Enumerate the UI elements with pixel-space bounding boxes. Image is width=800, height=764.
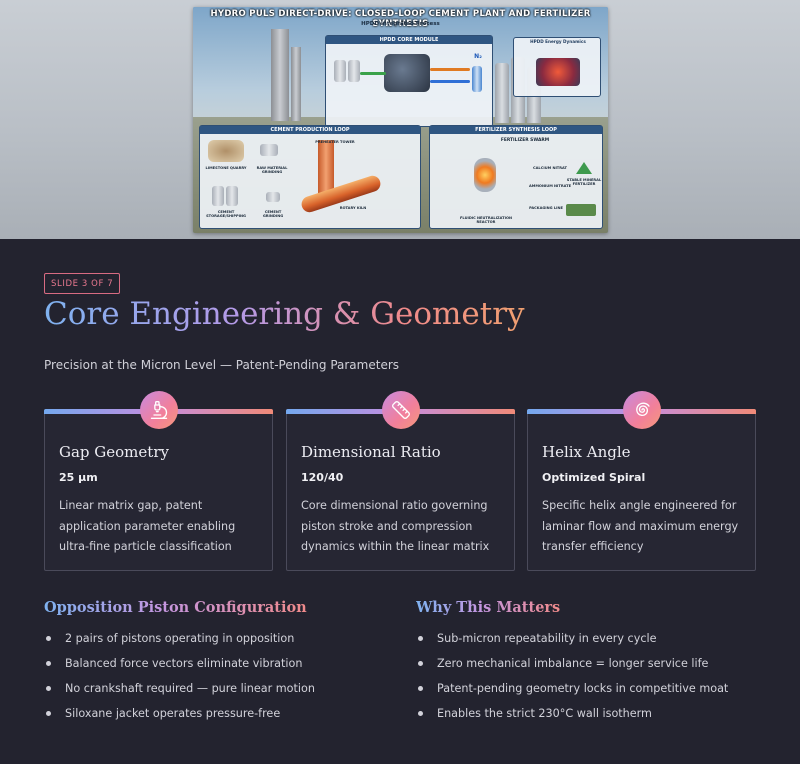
core-module-heading: HPDD CORE MODULE [326, 36, 492, 44]
silo [495, 63, 509, 123]
card-description: Core dimensional ratio governing piston … [301, 499, 490, 553]
label-reactor: FLUIDIC NEUTRALIZATION REACTOR [459, 216, 513, 225]
list-item: 2 pairs of pistons operating in oppositi… [44, 630, 315, 655]
label-stable: STABLE MINERAL FERTILIZER [566, 178, 602, 187]
green-pipe [360, 72, 386, 75]
card-value: 120/40 [301, 471, 344, 484]
card-title: Gap Geometry [59, 443, 169, 461]
card-title: Dimensional Ratio [301, 443, 441, 461]
core-module-panel: HPDD CORE MODULE N₂ [325, 35, 493, 127]
cement-loop-panel: CEMENT PRODUCTION LOOP LIMESTONE QUARRY … [199, 125, 421, 229]
energy-dynamics-heading: HPDD Energy Dynamics [530, 39, 586, 44]
slide-badge: SLIDE 3 OF 7 [44, 273, 121, 294]
nitrogen-label: N₂ [474, 53, 482, 60]
neutralization-reactor [474, 158, 496, 192]
label-packaging: PACKAGING LINE [529, 206, 563, 210]
card-value: 25 µm [59, 471, 98, 484]
card-value: Optimized Spiral [542, 471, 646, 484]
label-calcium: CALCIUM NITRAT [533, 166, 567, 170]
ruler-icon [381, 391, 420, 429]
cement-tower [271, 29, 289, 121]
label-cement-grinding: CEMENT GRINDING [262, 210, 284, 219]
microscope-icon [139, 391, 178, 429]
limestone-quarry [208, 140, 244, 162]
blue-pipe [430, 80, 470, 83]
fertilizer-triangle [576, 162, 592, 174]
why-this-matters-heading: Why This Matters [416, 599, 561, 616]
opposition-piston-heading: Opposition Piston Configuration [44, 599, 307, 616]
card-description: Specific helix angle engineered for lami… [542, 499, 739, 553]
card-description: Linear matrix gap, patent application pa… [59, 499, 236, 553]
cement-grinder [266, 192, 280, 202]
list-item: Zero mechanical imbalance = longer servi… [416, 655, 728, 680]
delivery-truck [566, 204, 596, 216]
energy-dynamics-panel: HPDD Energy Dynamics [513, 37, 601, 97]
infographic-subtitle: HPDD Integrated Process [361, 21, 440, 27]
storage-tank [334, 60, 346, 82]
list-item: Balanced force vectors eliminate vibrati… [44, 655, 315, 680]
fertilizer-loop-panel: FERTILIZER SYNTHESIS LOOP FERTILIZER SWA… [429, 125, 603, 229]
label-quarry: LIMESTONE QUARRY [205, 166, 247, 170]
card-helix-angle: Helix Angle Optimized Spiral Specific he… [527, 391, 756, 571]
why-this-matters-list: Sub-micron repeatability in every cycle … [416, 630, 728, 730]
cement-loop-heading: CEMENT PRODUCTION LOOP [200, 126, 420, 134]
spiral-icon [622, 391, 661, 429]
fertilizer-loop-heading: FERTILIZER SYNTHESIS LOOP [430, 126, 602, 134]
card-title: Helix Angle [542, 443, 631, 461]
hpdd-engine [384, 54, 430, 92]
cement-silo [226, 186, 238, 206]
preheater-tower [318, 140, 334, 196]
list-item: Siloxane jacket operates pressure-free [44, 705, 315, 730]
storage-tank [348, 60, 360, 82]
label-storage: CEMENT STORAGE/SHIPPING [206, 210, 246, 219]
label-preheater: PREHEATER TOWER [315, 140, 355, 144]
hero-image-area: HYDRO PULS DIRECT-DRIVE: CLOSED-LOOP CEM… [0, 0, 800, 239]
nitrogen-vessel [472, 66, 482, 92]
label-grinding: RAW MATERIAL GRINDING [256, 166, 288, 175]
infographic-title: HYDRO PULS DIRECT-DRIVE: CLOSED-LOOP CEM… [210, 9, 591, 29]
slide-subtitle: Precision at the Micron Level — Patent-P… [44, 358, 400, 372]
label-ammonium: AMMONIUM NITRATE [528, 184, 572, 188]
card-gap-geometry: Gap Geometry 25 µm Linear matrix gap, pa… [44, 391, 273, 571]
list-item: Enables the strict 230°C wall isotherm [416, 705, 728, 730]
heat-core [536, 58, 580, 86]
label-swarm: FERTILIZER SWARM [500, 138, 550, 143]
slide-title: Core Engineering & Geometry [44, 296, 525, 332]
grinding-mill [260, 144, 278, 156]
list-item: No crankshaft required — pure linear mot… [44, 680, 315, 705]
cement-silo [212, 186, 224, 206]
opposition-piston-list: 2 pairs of pistons operating in oppositi… [44, 630, 315, 730]
card-dimensional-ratio: Dimensional Ratio 120/40 Core dimensiona… [286, 391, 515, 571]
list-item: Sub-micron repeatability in every cycle [416, 630, 728, 655]
label-kiln: ROTARY KILN [339, 206, 367, 210]
list-item: Patent-pending geometry locks in competi… [416, 680, 728, 705]
cement-tower-secondary [291, 47, 301, 121]
orange-pipe [430, 68, 470, 71]
process-infographic: HYDRO PULS DIRECT-DRIVE: CLOSED-LOOP CEM… [193, 7, 608, 233]
